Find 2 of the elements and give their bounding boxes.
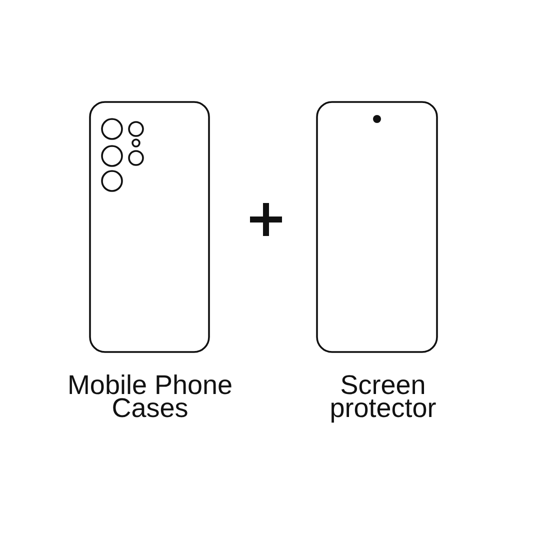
product-caption: Mobile Phone Cases xyxy=(67,370,233,423)
product-caption: Screen protector xyxy=(330,370,436,423)
